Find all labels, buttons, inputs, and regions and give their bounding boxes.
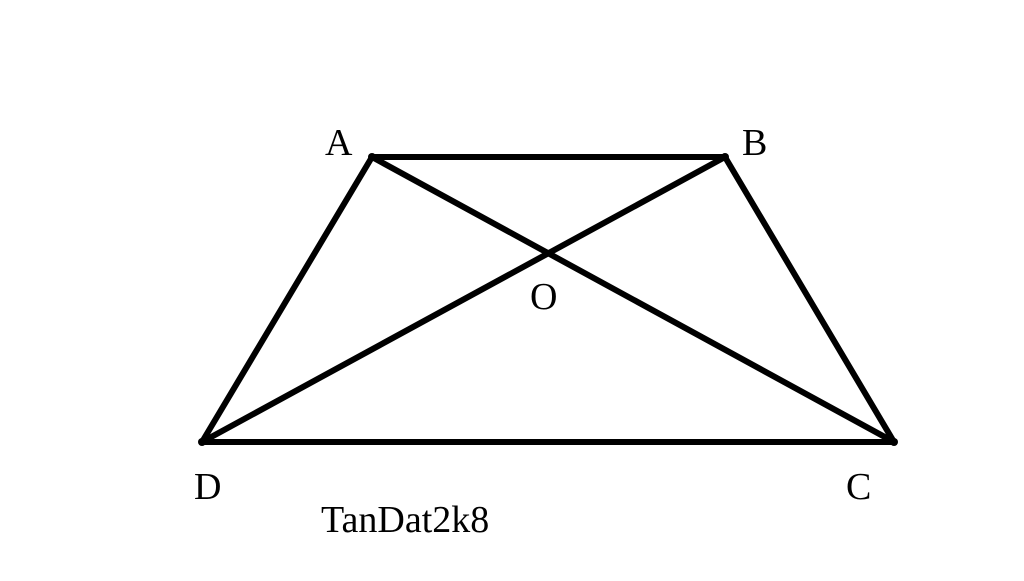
segment-bc (722, 154, 897, 445)
vertex-a-point (368, 153, 376, 161)
label-o: O (530, 276, 557, 318)
label-b: B (742, 122, 767, 164)
label-c: C (846, 466, 871, 508)
label-d: D (194, 466, 221, 508)
watermark-text: TanDat2k8 (321, 499, 489, 541)
segment-da (199, 154, 375, 445)
vertex-b-point (721, 153, 729, 161)
diagonal-bd (199, 154, 728, 445)
diagonal-ac (369, 154, 897, 445)
vertex-d-point (198, 438, 206, 446)
vertex-c-point (890, 438, 898, 446)
label-a: A (325, 122, 353, 164)
